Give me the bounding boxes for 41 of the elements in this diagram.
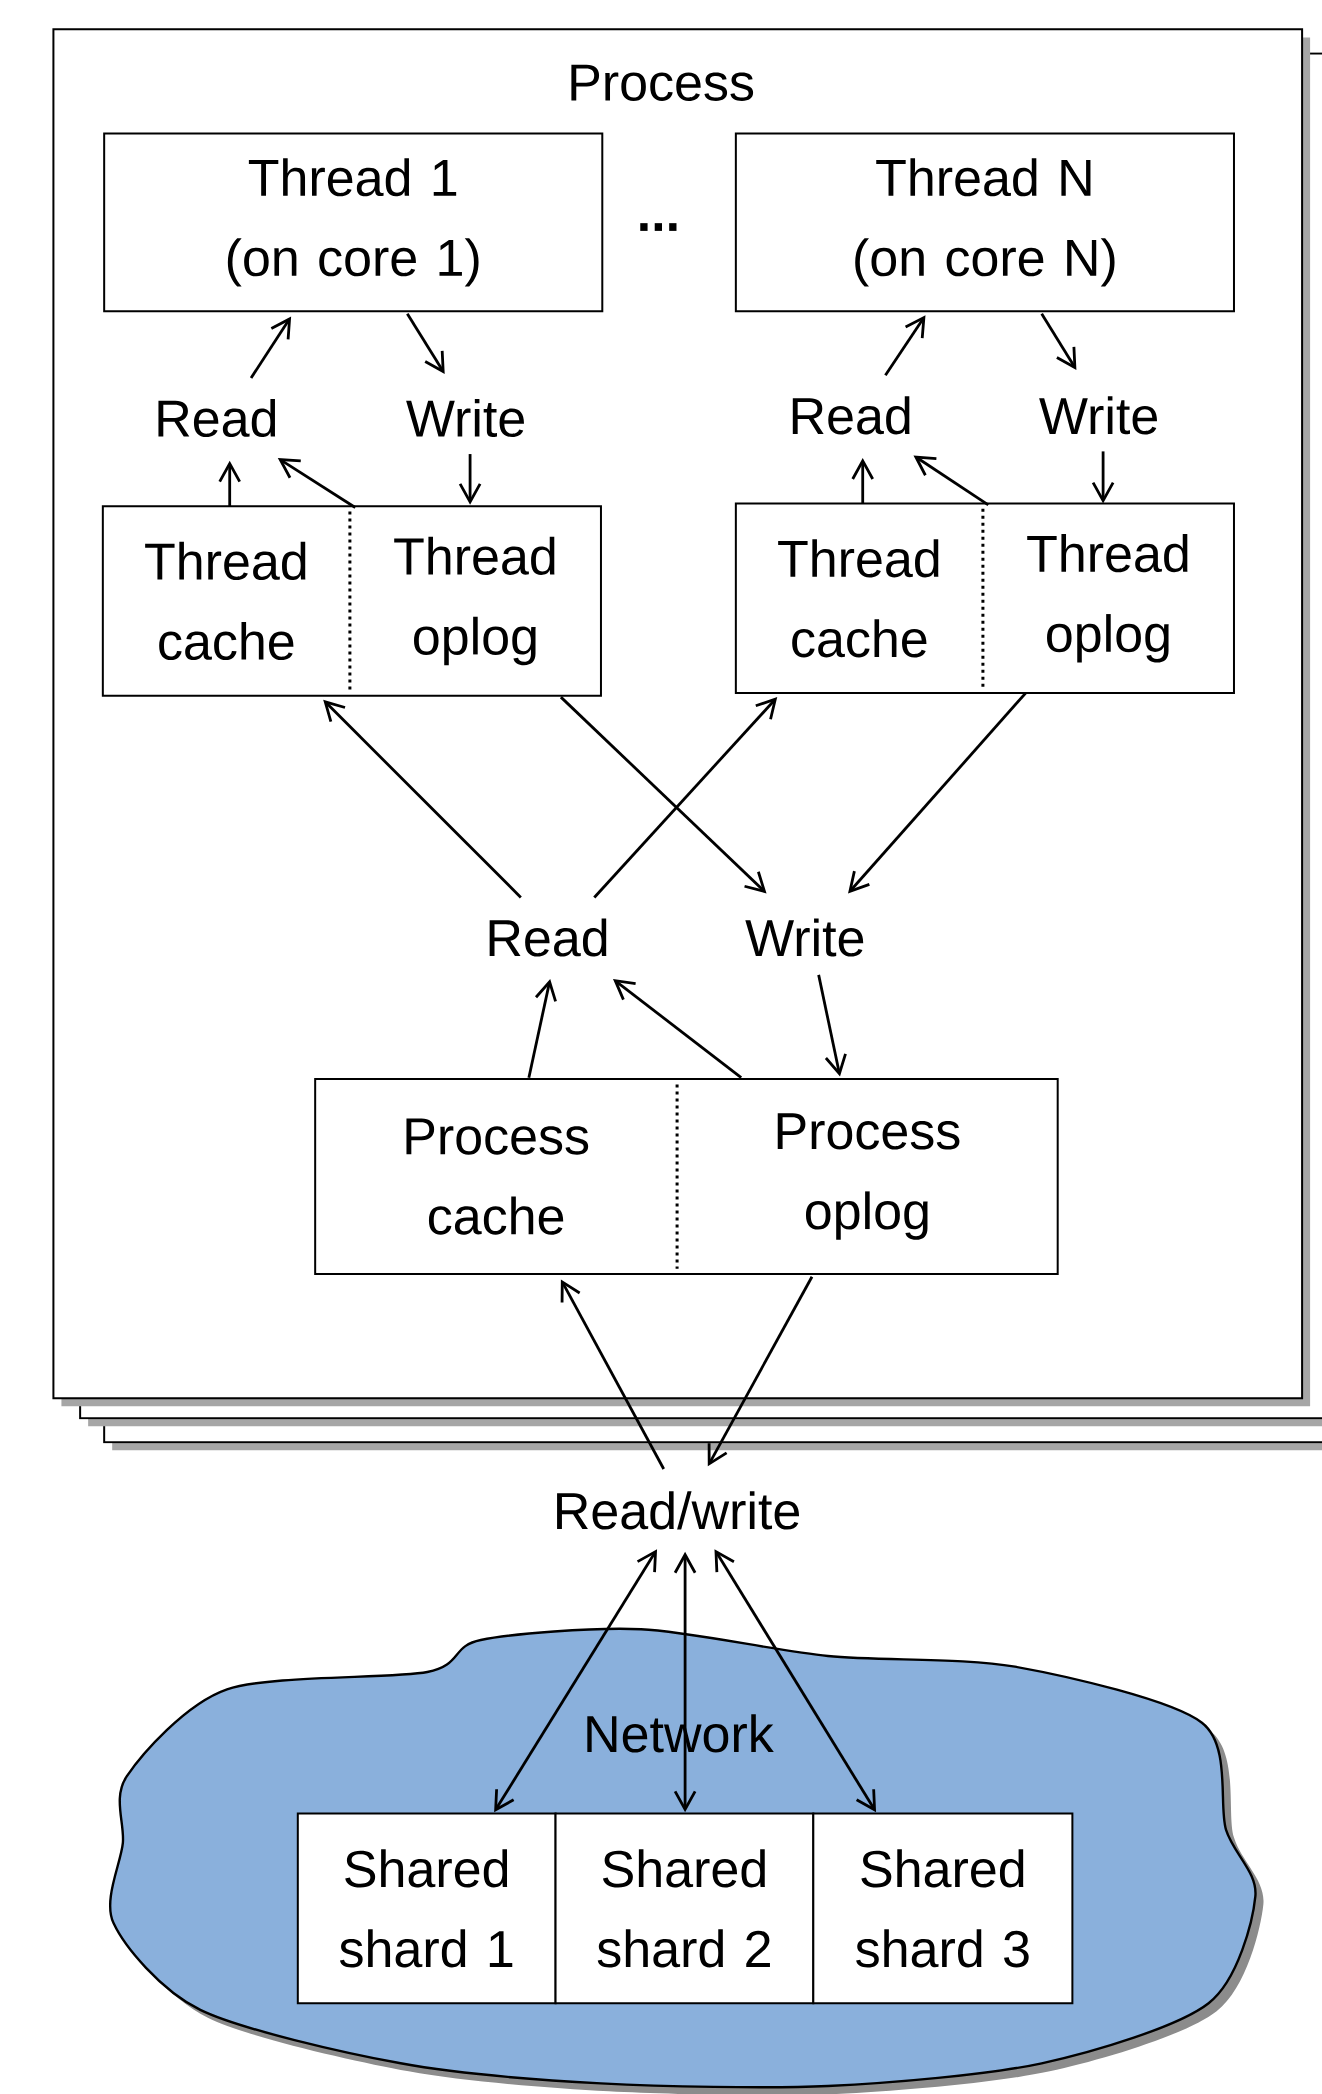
arrow	[707, 1276, 814, 1467]
box-section: Thread cache	[145, 541, 306, 661]
ellipsis: ...	[640, 223, 677, 231]
shard-box: Shared shard 2	[554, 1812, 815, 2005]
arrow	[612, 978, 742, 1079]
arrow	[249, 316, 292, 379]
arrow	[458, 454, 482, 505]
operation-label: Write	[406, 398, 524, 438]
box-section: Process oplog	[777, 1113, 960, 1240]
shard-box: Shared shard 3	[812, 1812, 1074, 2005]
arrow	[494, 1549, 657, 1813]
arrow	[1040, 313, 1077, 370]
operation-label: Read	[489, 918, 607, 957]
arrow	[714, 1549, 877, 1813]
operation-label: Write	[745, 918, 864, 957]
operation-label: Read/write	[557, 1491, 799, 1530]
box-section: Thread cache	[778, 539, 939, 658]
arrow	[218, 460, 241, 507]
arrow	[884, 315, 926, 377]
thread-box: Thread N (on core N)	[734, 132, 1235, 313]
arrow	[323, 699, 522, 899]
operation-label: Read	[158, 398, 276, 438]
arrow	[277, 458, 356, 509]
arrow	[847, 692, 1027, 894]
arrow	[559, 696, 767, 894]
box-section: Thread oplog	[394, 536, 555, 666]
arrow	[527, 978, 557, 1079]
arrow	[913, 455, 989, 506]
thread-box: Thread 1 (on core 1)	[103, 132, 604, 313]
box-section: Thread oplog	[1027, 534, 1188, 663]
arrow	[817, 974, 847, 1077]
arrow	[851, 458, 874, 504]
operation-label: Write	[1039, 396, 1157, 435]
arrow	[673, 1551, 697, 1813]
box-section: Process cache	[406, 1118, 589, 1235]
arrow	[560, 1279, 665, 1470]
arrow	[593, 697, 778, 899]
operation-label: Read	[792, 396, 910, 435]
arrow	[1091, 451, 1115, 504]
shard-box: Shared shard 1	[296, 1812, 557, 2005]
arrow	[406, 313, 445, 374]
